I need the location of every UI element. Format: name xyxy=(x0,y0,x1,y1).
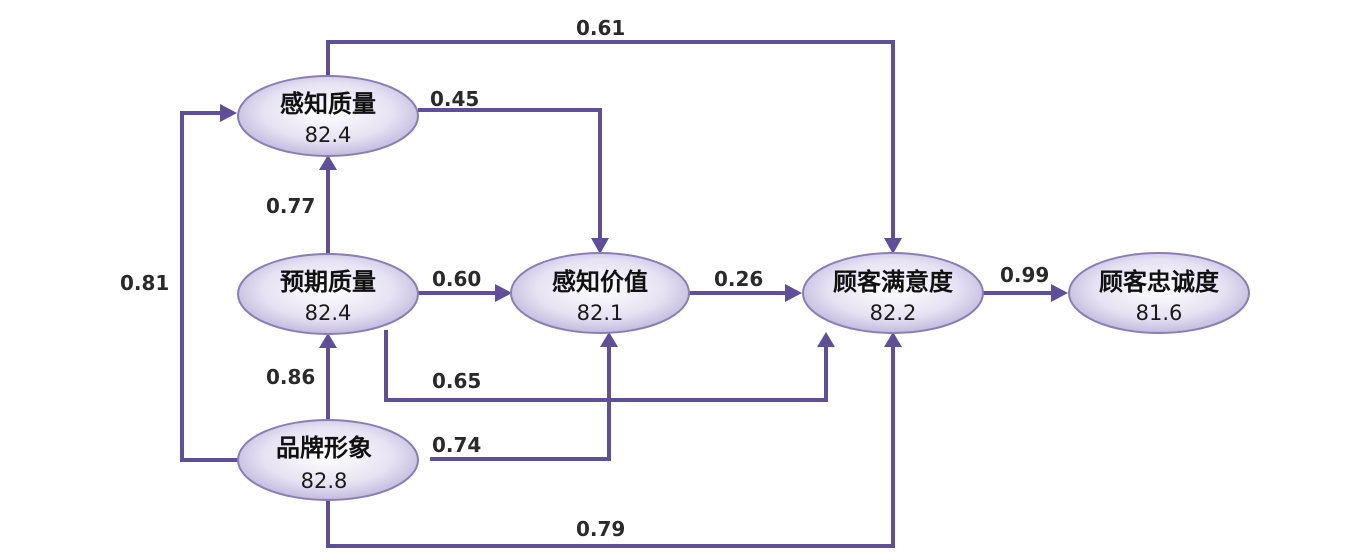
edge-brand-to-satisfaction xyxy=(326,332,902,548)
node-value: 81.6 xyxy=(1136,301,1183,325)
arrow-head xyxy=(495,284,512,302)
node-brand-image: 品牌形象 82.8 xyxy=(237,419,419,501)
edge-label-0-61: 0.61 xyxy=(576,16,625,40)
arrow-head xyxy=(817,332,835,347)
node-name: 顾客忠诚度 xyxy=(1099,268,1220,296)
node-ellipse xyxy=(237,253,419,335)
edge-label-0-79: 0.79 xyxy=(576,517,625,541)
arrow-head xyxy=(591,238,609,254)
node-ellipse xyxy=(802,252,984,334)
edge-label-0-81: 0.81 xyxy=(120,271,169,295)
arrow-head xyxy=(884,238,902,254)
edge-expected-to-value xyxy=(418,284,512,302)
node-name: 感知质量 xyxy=(280,90,376,118)
node-ellipse xyxy=(237,419,419,501)
arrow-head xyxy=(1051,284,1068,302)
edge-label-0-86: 0.86 xyxy=(266,365,315,389)
edge-brand-to-value xyxy=(430,332,618,461)
node-name: 品牌形象 xyxy=(276,434,372,462)
node-name: 预期质量 xyxy=(280,268,376,296)
arrow-head xyxy=(319,155,337,170)
edge-satisfaction-to-loyalty xyxy=(982,284,1068,302)
edge-label-0-77: 0.77 xyxy=(266,194,315,218)
node-ellipse xyxy=(1068,252,1250,334)
edge-label-0-26: 0.26 xyxy=(714,267,763,291)
node-ellipse xyxy=(237,75,419,157)
node-value: 82.4 xyxy=(305,301,352,325)
node-perceived-quality: 感知质量 82.4 xyxy=(237,75,419,157)
edge-label-0-45: 0.45 xyxy=(430,87,479,111)
arrow-head xyxy=(319,333,337,348)
edge-brand-to-expected xyxy=(319,333,337,420)
edge-perceived-quality-to-value xyxy=(418,108,609,254)
node-ellipse xyxy=(510,252,690,334)
node-name: 顾客满意度 xyxy=(833,268,954,296)
edge-expected-to-satisfaction xyxy=(384,330,835,402)
node-value: 82.8 xyxy=(301,469,348,493)
edge-perceived-quality-to-satisfaction xyxy=(326,40,902,254)
arrow-head xyxy=(785,284,802,302)
node-name: 感知价值 xyxy=(552,268,648,296)
node-customer-satisfaction: 顾客满意度 82.2 xyxy=(802,252,984,334)
arrow-head xyxy=(600,332,618,347)
arrow-head xyxy=(884,332,902,347)
edge-label-0-74: 0.74 xyxy=(432,433,481,457)
node-perceived-value: 感知价值 82.1 xyxy=(510,252,690,334)
node-value: 82.1 xyxy=(577,301,624,325)
edge-brand-to-perceived-quality xyxy=(180,104,240,462)
node-value: 82.2 xyxy=(870,301,917,325)
edge-label-0-60: 0.60 xyxy=(432,267,481,291)
arrow-head xyxy=(220,104,237,122)
node-expected-quality: 预期质量 82.4 xyxy=(237,253,419,335)
node-value: 82.4 xyxy=(305,123,352,147)
edge-expected-to-perceived-quality xyxy=(319,155,337,256)
node-customer-loyalty: 顾客忠诚度 81.6 xyxy=(1068,252,1250,334)
edge-label-0-65: 0.65 xyxy=(432,369,481,393)
edge-label-0-99: 0.99 xyxy=(1000,263,1049,287)
edge-value-to-satisfaction xyxy=(689,284,802,302)
